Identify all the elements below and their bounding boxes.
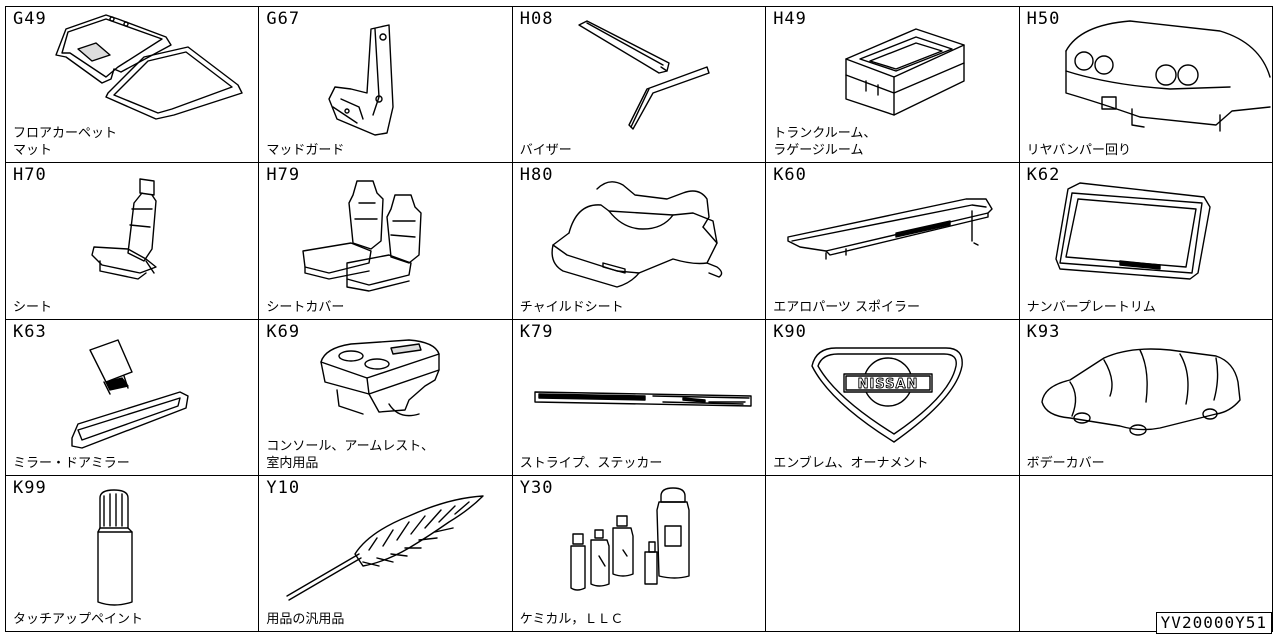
- catalog-cell-k99[interactable]: K99 タッチアップペイント: [6, 475, 260, 632]
- catalog-cell-k93[interactable]: K93 ボデーカバー: [1019, 319, 1273, 476]
- catalog-cell-empty: [1019, 475, 1273, 632]
- part-label: シートカバー: [266, 299, 345, 315]
- part-code: K93: [1026, 321, 1061, 342]
- seat-icon: [91, 178, 157, 280]
- seat-cover-icon: [302, 180, 423, 292]
- rear-bumper-icon: [1064, 20, 1271, 132]
- floor-mat-icon: [55, 14, 243, 120]
- part-label: ナンバープレートリム: [1026, 299, 1156, 315]
- emblem-icon: NISSAN: [811, 346, 964, 443]
- visor-icon: [578, 20, 710, 130]
- part-code: H50: [1026, 9, 1061, 29]
- catalog-cell-h08[interactable]: H08 バイザー: [512, 7, 767, 164]
- part-code: Y10: [266, 477, 301, 498]
- catalog-cell-k79[interactable]: K79 ストライプ、ステッカー: [512, 319, 767, 476]
- catalog-cell-k62[interactable]: K62 ナンバープレートリム: [1019, 163, 1273, 320]
- catalog-cell-empty: [766, 475, 1020, 632]
- part-label: チャイルドシート: [519, 299, 624, 315]
- catalog-cell-h70[interactable]: H70 シート: [6, 163, 260, 320]
- part-code: K63: [13, 321, 47, 342]
- part-label: ボデーカバー: [1026, 455, 1105, 471]
- chemicals-icon: [570, 487, 690, 591]
- part-label: コンソール、アームレスト、 室内用品: [266, 438, 434, 471]
- catalog-cell-y10[interactable]: Y10 用品の汎用品: [259, 475, 513, 632]
- part-code: K60: [773, 165, 807, 186]
- part-code: Y30: [519, 477, 554, 498]
- part-label: エアロパーツ スポイラー: [773, 299, 921, 315]
- catalog-cell-k69[interactable]: K69 コンソール、アームレスト、 室内用品: [259, 319, 513, 476]
- document-id: YV20000Y51: [1155, 612, 1272, 634]
- parts-catalog-grid: G49 フロアカーペット マット G67 マッドガード H08: [5, 6, 1273, 632]
- trunk-box-icon: [845, 28, 965, 116]
- catalog-cell-h50[interactable]: H50 リヤバンパー回り: [1019, 7, 1273, 164]
- part-code: H79: [266, 165, 301, 186]
- catalog-cell-h79[interactable]: H79 シートカバー: [259, 163, 513, 320]
- catalog-cell-g67[interactable]: G67 マッドガード: [259, 7, 513, 164]
- part-code: G67: [266, 9, 301, 29]
- part-label: バイザー: [519, 143, 572, 159]
- part-code: H70: [13, 165, 47, 186]
- spoiler-icon: [787, 198, 993, 260]
- catalog-cell-k60[interactable]: K60 エアロパーツ スポイラー: [766, 163, 1020, 320]
- part-code: H49: [773, 9, 807, 29]
- catalog-cell-h80[interactable]: H80 チャイルドシート: [512, 163, 767, 320]
- part-code: K90: [773, 321, 807, 342]
- catalog-cell-k63[interactable]: K63 ミラー・ドアミラー: [6, 319, 260, 476]
- part-label: ストライプ、ステッカー: [519, 455, 663, 471]
- stripe-icon: [534, 390, 752, 407]
- child-seat-icon: [551, 181, 723, 288]
- part-label: シート: [13, 299, 53, 315]
- console-icon: [320, 338, 441, 416]
- catalog-cell-h49[interactable]: H49 トランクルーム、 ラゲージルーム: [766, 7, 1020, 164]
- mudguard-icon: [328, 24, 395, 136]
- part-label: ケミカル，ＬＬＣ: [519, 612, 624, 627]
- part-code: K62: [1026, 165, 1061, 186]
- part-code: K99: [13, 477, 47, 498]
- catalog-cell-y30[interactable]: Y30 ケミカル，ＬＬＣ: [512, 475, 767, 632]
- part-label: ミラー・ドアミラー: [13, 455, 130, 471]
- part-code: G49: [13, 9, 47, 29]
- part-code: H80: [519, 165, 554, 186]
- part-label: フロアカーペット マット: [13, 126, 118, 159]
- catalog-cell-k90[interactable]: K90 NISSAN エンブレム、オーナメント: [766, 319, 1020, 476]
- catalog-cell-g49[interactable]: G49 フロアカーペット マット: [6, 7, 260, 164]
- plate-rim-icon: [1054, 182, 1211, 280]
- part-code: H08: [519, 9, 554, 29]
- duster-icon: [286, 495, 485, 601]
- touch-up-paint-icon: [97, 489, 133, 606]
- body-cover-icon: [1040, 347, 1241, 436]
- part-label: 用品の汎用品: [266, 612, 345, 627]
- emblem-text: NISSAN: [858, 377, 919, 392]
- part-code: K79: [519, 321, 554, 342]
- mirror-icon: [71, 338, 189, 449]
- part-label: マッドガード: [266, 143, 345, 159]
- part-label: トランクルーム、 ラゲージルーム: [773, 126, 877, 159]
- part-label: タッチアップペイント: [13, 612, 144, 627]
- part-label: リヤバンパー回り: [1026, 143, 1131, 159]
- part-label: エンブレム、オーナメント: [773, 455, 929, 471]
- part-code: K69: [266, 321, 301, 342]
